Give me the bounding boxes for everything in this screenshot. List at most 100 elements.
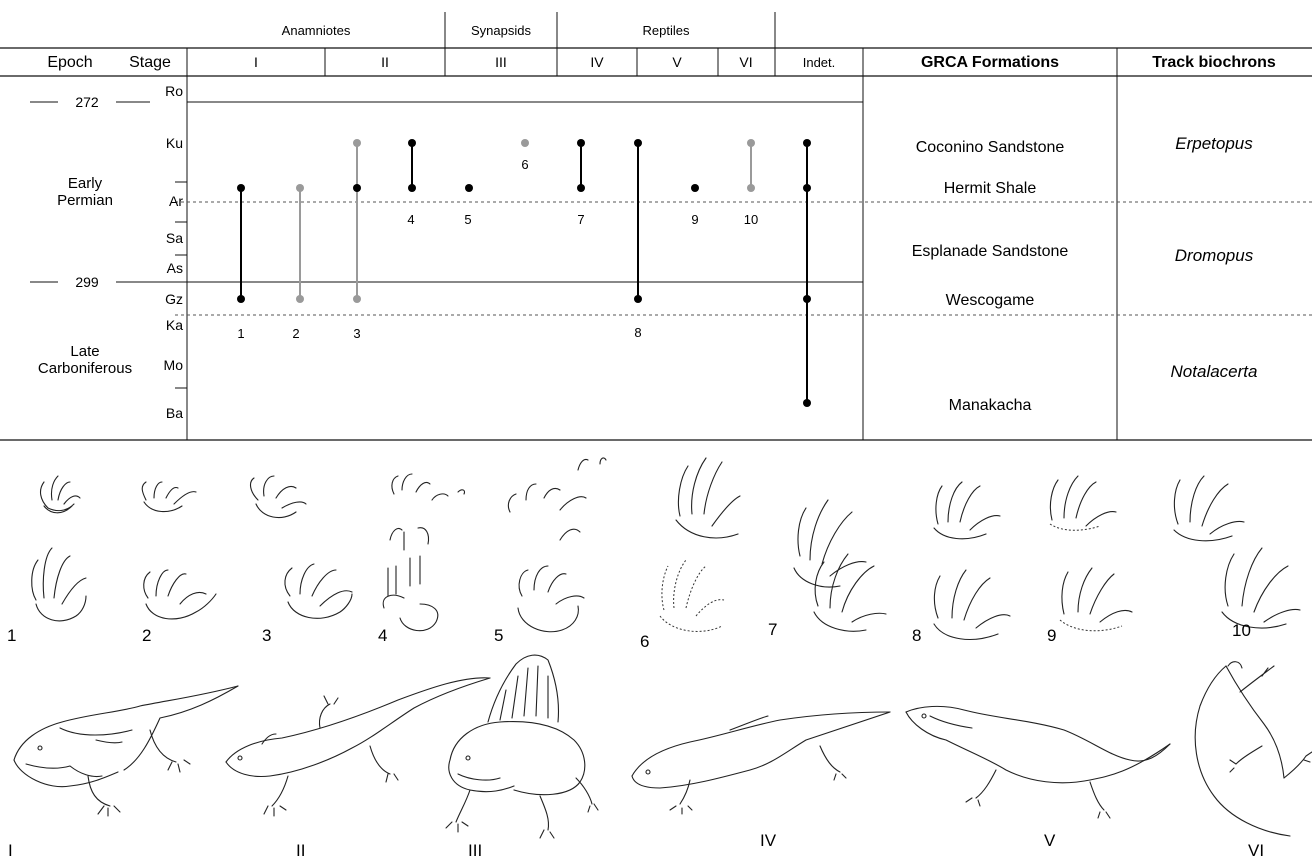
- range-point-3-0: [353, 139, 361, 147]
- track-drawing-5: [508, 458, 606, 632]
- range-label-9: 9: [691, 212, 698, 227]
- animal-drawing-III: [446, 655, 598, 838]
- animal-drawing-I: [14, 686, 238, 816]
- animal-label-V: V: [1044, 831, 1056, 850]
- range-point-3-1: [353, 295, 361, 303]
- biochron-dromopus: Dromopus: [1175, 246, 1254, 265]
- formation-manakacha: Manakacha: [949, 397, 1032, 414]
- stage-ku: Ku: [166, 135, 183, 151]
- group-label-anamniotes: Anamniotes: [282, 23, 351, 38]
- range-point-10-1: [747, 184, 755, 192]
- range-point-8-0: [634, 139, 642, 147]
- track-drawing-3: [251, 476, 352, 618]
- range-point-3-2: [353, 184, 361, 192]
- clade-header-II: II: [381, 54, 389, 70]
- range-chart: 1 2 3 4 5 6 7 8 9 10: [237, 139, 811, 407]
- stage-ro: Ro: [165, 83, 183, 99]
- track-label-10: 10: [1232, 621, 1251, 640]
- range-point-5-0: [465, 184, 473, 192]
- formation-hermit: Hermit Shale: [944, 180, 1037, 197]
- animal-label-IV: IV: [760, 831, 777, 850]
- range-label-10: 10: [744, 212, 758, 227]
- track-drawing-10: [1174, 476, 1300, 628]
- range-point-8-1: [634, 295, 642, 303]
- track-drawing-7: [794, 500, 886, 631]
- range-label-7: 7: [577, 212, 584, 227]
- range-label-4: 4: [407, 212, 414, 227]
- stage-sa: Sa: [166, 230, 183, 246]
- clade-header-VI: VI: [739, 54, 752, 70]
- stage-header: Stage: [129, 54, 171, 71]
- track-label-3: 3: [262, 626, 271, 645]
- epoch-header: Epoch: [47, 54, 92, 71]
- range-point-4-1: [408, 184, 416, 192]
- animal-label-VI: VI: [1248, 841, 1264, 859]
- range-point-Indet.-2: [803, 184, 811, 192]
- formations-header: GRCA Formations: [921, 54, 1059, 71]
- epoch-early-permian-line1: Early: [68, 175, 103, 192]
- animal-label-II: II: [296, 841, 305, 859]
- animal-drawing-VI: [1195, 662, 1312, 836]
- biochrons-header: Track biochrons: [1152, 54, 1276, 71]
- stage-as: As: [167, 260, 183, 276]
- age-299: 299: [75, 274, 99, 290]
- formation-coconino: Coconino Sandstone: [916, 139, 1065, 156]
- range-point-7-0: [577, 139, 585, 147]
- stage-mo: Mo: [164, 357, 184, 373]
- range-point-Indet.-0: [803, 139, 811, 147]
- group-header: Anamniotes Synapsids Reptiles: [0, 12, 1312, 76]
- biochrons-column: Erpetopus Dromopus Notalacerta: [1171, 134, 1258, 381]
- epoch-late-carboniferous-line1: Late: [70, 343, 99, 360]
- range-label-1: 1: [237, 326, 244, 341]
- track-label-5: 5: [494, 626, 503, 645]
- track-label-2: 2: [142, 626, 151, 645]
- animal-drawings: [14, 655, 1312, 838]
- track-label-1: 1: [7, 626, 16, 645]
- range-point-1-1: [237, 295, 245, 303]
- track-drawing-2: [142, 482, 216, 619]
- track-labels: 1 2 3 4 5 6 7 8 9 10: [7, 620, 1251, 651]
- range-point-2-1: [296, 295, 304, 303]
- range-label-5: 5: [464, 212, 471, 227]
- range-label-2: 2: [292, 326, 299, 341]
- track-label-4: 4: [378, 626, 387, 645]
- track-drawing-4: [383, 474, 464, 631]
- stage-ba: Ba: [166, 405, 183, 421]
- formation-esplanade: Esplanade Sandstone: [912, 243, 1069, 260]
- group-label-synapsids: Synapsids: [471, 23, 531, 38]
- track-drawing-6: [660, 458, 740, 631]
- track-drawing-1: [32, 476, 86, 621]
- column-header-row: Epoch Stage I II III IV V VI Indet. GRCA…: [47, 48, 1276, 76]
- animal-labels: I II III IV V VI: [8, 831, 1264, 859]
- age-272: 272: [75, 94, 99, 110]
- range-label-3: 3: [353, 326, 360, 341]
- range-point-2-0: [296, 184, 304, 192]
- animal-drawing-V: [906, 706, 1170, 818]
- range-label-8: 8: [634, 325, 641, 340]
- range-point-Indet.-3: [803, 295, 811, 303]
- range-point-1-0: [237, 184, 245, 192]
- chart-frame: [0, 76, 1312, 440]
- track-drawing-9: [1050, 476, 1132, 631]
- track-drawing-8: [934, 482, 1010, 639]
- epoch-late-carboniferous-line2: Carboniferous: [38, 360, 132, 377]
- epoch-early-permian-line2: Permian: [57, 192, 113, 209]
- clade-header-I: I: [254, 54, 258, 70]
- animal-label-I: I: [8, 841, 13, 859]
- biochron-erpetopus: Erpetopus: [1175, 134, 1253, 153]
- track-label-9: 9: [1047, 626, 1056, 645]
- clade-header-indet: Indet.: [803, 55, 836, 70]
- biochron-notalacerta: Notalacerta: [1171, 362, 1258, 381]
- clade-header-V: V: [672, 54, 682, 70]
- range-label-6: 6: [521, 157, 528, 172]
- track-label-8: 8: [912, 626, 921, 645]
- formations-column: Coconino Sandstone Hermit Shale Esplanad…: [912, 139, 1069, 414]
- stage-ar: Ar: [169, 193, 183, 209]
- clade-header-III: III: [495, 54, 507, 70]
- clade-header-IV: IV: [590, 54, 604, 70]
- animal-drawing-IV: [632, 712, 890, 814]
- animal-drawing-II: [226, 678, 490, 816]
- stage-labels: Ro Ku Ar Sa As Gz Ka Mo Ba: [164, 83, 184, 421]
- formation-wescogame: Wescogame: [946, 292, 1035, 309]
